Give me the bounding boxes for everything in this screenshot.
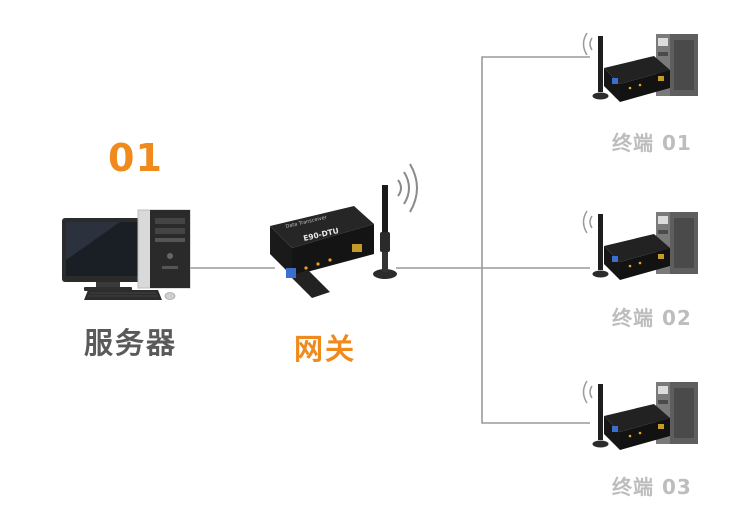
terminal-label-2: 终端 02: [612, 306, 692, 330]
terminal-label-3: 终端 03: [612, 475, 692, 499]
branch-bus: [481, 56, 590, 424]
server-computer-icon: [62, 209, 191, 300]
terminal-label-1: 终端 01: [612, 131, 692, 155]
terminal-device-icon-3: [582, 380, 699, 451]
server-label: 服务器: [84, 326, 178, 360]
gateway-label: 网关: [294, 332, 357, 366]
terminal-device-icon-1: [582, 32, 699, 103]
wifi-signal-icon: [397, 163, 418, 213]
gateway-device-icon: Data Transceiver E90-DTU: [270, 163, 418, 298]
diagram-number: 01: [108, 136, 163, 180]
connection-lines: [188, 56, 590, 424]
terminal-device-icon-2: [582, 210, 699, 281]
